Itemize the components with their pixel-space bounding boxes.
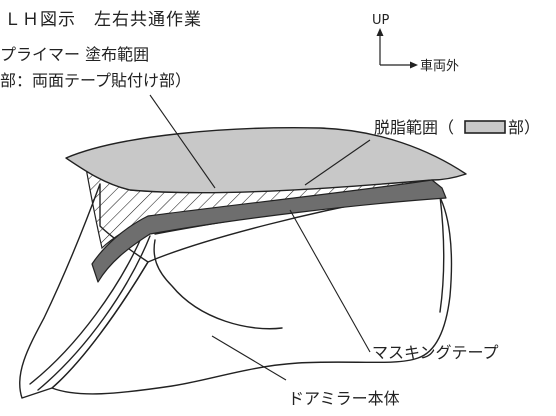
mirror-lip-contour: [153, 239, 283, 330]
mirror-inner-contour-1: [29, 235, 143, 385]
primer-label-line2: 部：両面テープ貼付け部）: [0, 71, 191, 90]
direction-outward-label: 車両外: [420, 59, 459, 74]
masking-tape-label: マスキングテープ: [372, 343, 499, 362]
primer-label-line1: プライマー 塗布範囲: [0, 45, 149, 64]
mirror-body-leader-line: [211, 335, 287, 381]
outward-arrow-head: [410, 61, 418, 69]
degrease-leader-line: [304, 139, 371, 186]
mirror-right-rim-line: [439, 195, 445, 313]
degrease-label-suffix: 部）: [508, 118, 540, 137]
primer-leader-line: [149, 94, 216, 189]
direction-indicator: UP 車両外: [372, 13, 459, 74]
degrease-area: [65, 127, 467, 194]
mirror-inner-contour-2: [37, 235, 151, 391]
up-arrow-head: [376, 28, 384, 36]
masking-tape-leader-line: [289, 209, 371, 353]
mirror-body-label: ドアミラー本体: [288, 389, 400, 408]
degrease-legend: 脱脂範囲（ 部）: [374, 118, 540, 137]
degrease-swatch: [464, 120, 506, 134]
degrease-label-prefix: 脱脂範囲（: [374, 118, 454, 137]
direction-up-label: UP: [372, 13, 390, 28]
masking-tape-band: [91, 179, 447, 283]
diagram-title: ＬＨ図示 左右共通作業: [4, 10, 202, 30]
